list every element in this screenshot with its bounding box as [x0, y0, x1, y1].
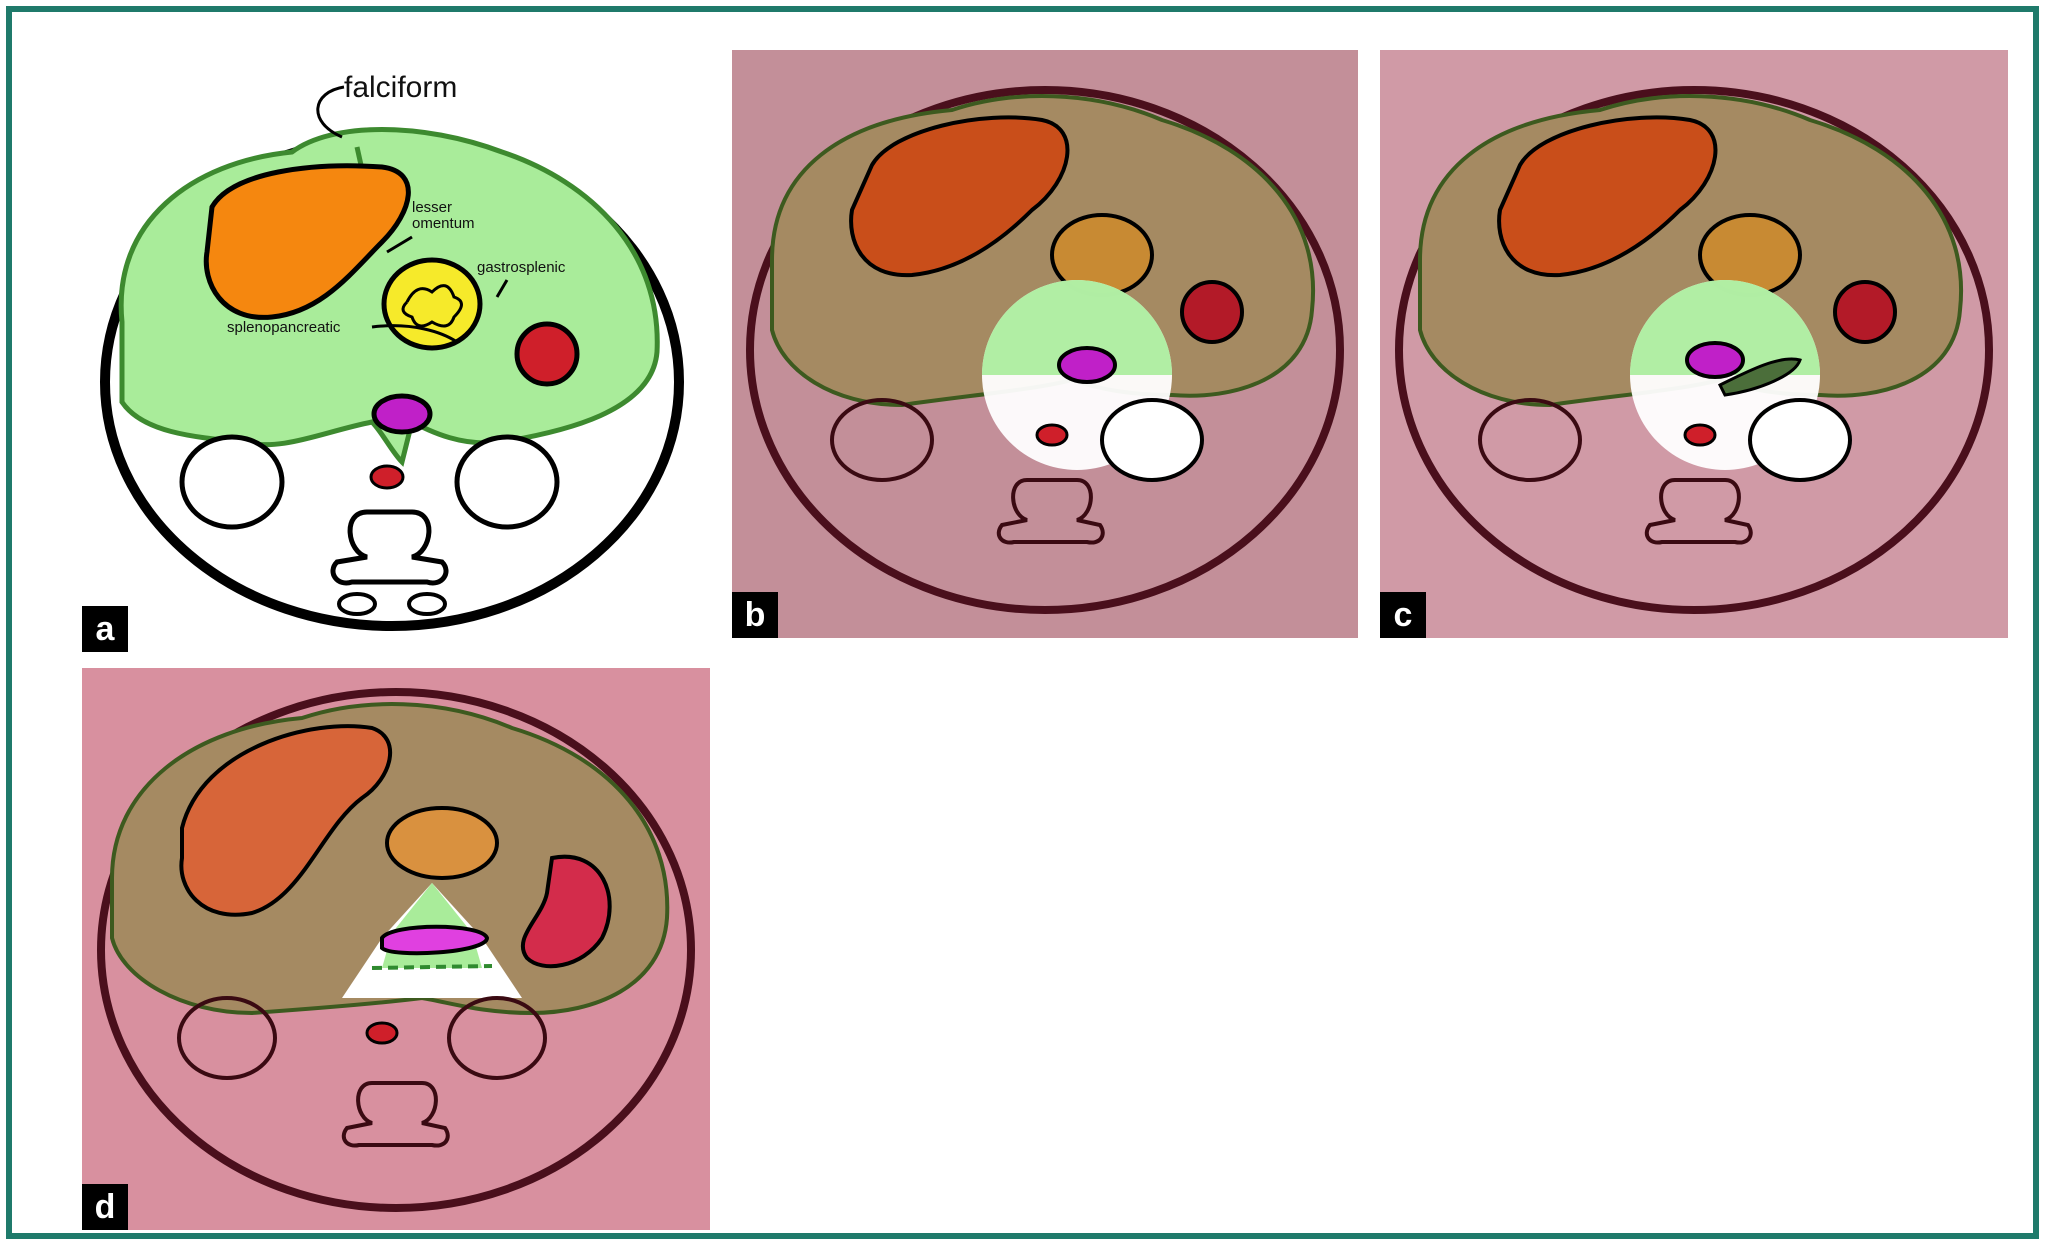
- label-gastrosplenic: gastrosplenic: [477, 259, 566, 276]
- liver: [849, 115, 1070, 278]
- aorta: [369, 464, 405, 490]
- panel-c-diagram: [1395, 86, 1993, 614]
- panel-d-label: d: [82, 1184, 128, 1230]
- label-lesser-line2: omentum: [412, 215, 475, 232]
- panel-a: falciform lesser omentum gastrosplenic s…: [82, 52, 712, 652]
- aorta: [1683, 423, 1717, 447]
- spleen: [1180, 280, 1244, 344]
- liver: [179, 724, 392, 917]
- left-kidney: [1748, 398, 1852, 482]
- gastrosplenic-arrow: [495, 279, 509, 298]
- body-outline: [1395, 86, 1993, 614]
- vertebra: [341, 1081, 450, 1148]
- pancreas: [1057, 346, 1117, 384]
- panel-c-label: c: [1380, 592, 1426, 638]
- aorta: [365, 1021, 399, 1045]
- vertebra: [330, 509, 449, 586]
- stomach: [385, 806, 499, 880]
- body-outline: [746, 86, 1344, 614]
- spleen: [1833, 280, 1897, 344]
- dissection-line: [371, 964, 493, 970]
- panel-a-label: a: [82, 606, 128, 652]
- label-lesser-line1: lesser: [412, 199, 452, 216]
- splenopancreatic-arrow: [371, 324, 458, 344]
- right-kidney: [177, 996, 277, 1080]
- panel-a-diagram: falciform lesser omentum gastrosplenic s…: [100, 71, 684, 631]
- stomach: [381, 257, 483, 351]
- falciform-arrow: [316, 85, 345, 139]
- aorta: [1035, 423, 1069, 447]
- stomach-rugae: [401, 284, 463, 328]
- spleen: [520, 854, 612, 969]
- label-splenopancreatic: splenopancreatic: [227, 319, 341, 336]
- right-kidney: [179, 434, 285, 530]
- panel-b-diagram: [746, 86, 1344, 614]
- panel-b: b: [732, 50, 1358, 638]
- lesser-sac-highlight: [982, 280, 1172, 375]
- lesser-sac-highlight: [1630, 280, 1820, 375]
- right-rib-head: [337, 592, 377, 616]
- panel-b-label: b: [732, 592, 778, 638]
- figure-frame: falciform lesser omentum gastrosplenic s…: [6, 6, 2039, 1239]
- vertebra: [996, 478, 1105, 545]
- liver: [203, 163, 411, 320]
- label-falciform: falciform: [344, 71, 457, 104]
- right-kidney: [830, 398, 934, 482]
- right-kidney: [1478, 398, 1582, 482]
- pancreas: [1685, 341, 1745, 379]
- spleen: [514, 321, 580, 387]
- panel-d-diagram: [97, 688, 695, 1212]
- lesser-omentum-arrow: [386, 235, 413, 254]
- body-outline: [97, 688, 695, 1212]
- left-kidney: [447, 996, 547, 1080]
- liver: [1497, 115, 1718, 278]
- pancreas: [371, 393, 433, 435]
- vertebra: [1644, 478, 1753, 545]
- panel-d: d: [82, 668, 710, 1230]
- left-kidney: [454, 434, 560, 530]
- left-rib-head: [407, 592, 447, 616]
- left-kidney: [1100, 398, 1204, 482]
- panel-c: c: [1380, 50, 2008, 638]
- mesh-graft: [1717, 357, 1802, 397]
- pancreas: [380, 924, 490, 956]
